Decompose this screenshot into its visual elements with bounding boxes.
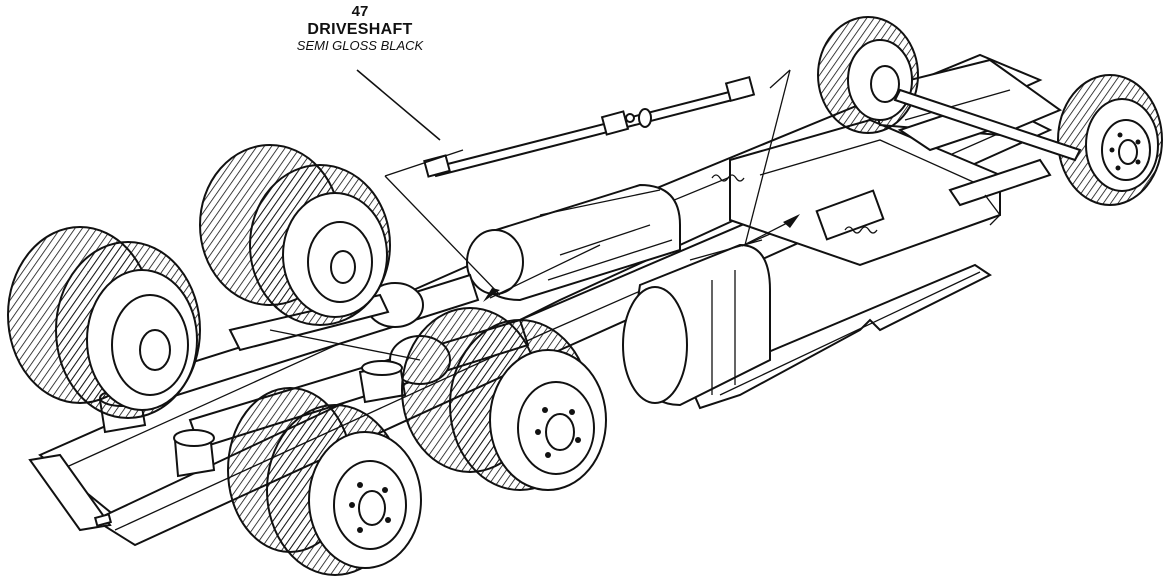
wheel-front-left [817,16,919,134]
fuel-tank-right [622,239,771,407]
driveshaft-47 [423,75,756,178]
wheel-drive-right-rear [227,387,422,576]
part-name: DRIVESHAFT [307,20,413,38]
leader-line [356,69,441,141]
part-finish: SEMI GLOSS BLACK [296,37,424,53]
rear-crossmember [28,453,113,532]
wheel-rear-middle [199,144,391,326]
wheel-drive-right-front [401,307,607,491]
coil-springs [711,174,878,234]
wheel-rear-left-outer [7,226,201,419]
fuel-tank-left [466,183,681,302]
front-axle [893,88,1082,226]
part-callout: 47 DRIVESHAFT SEMI GLOSS BLACK [260,3,460,53]
part-number: 47 [351,3,369,20]
explode-wedge [384,69,791,296]
deck-plate [688,263,992,410]
wheel-front-right [1057,74,1163,206]
install-arrows [483,214,800,302]
